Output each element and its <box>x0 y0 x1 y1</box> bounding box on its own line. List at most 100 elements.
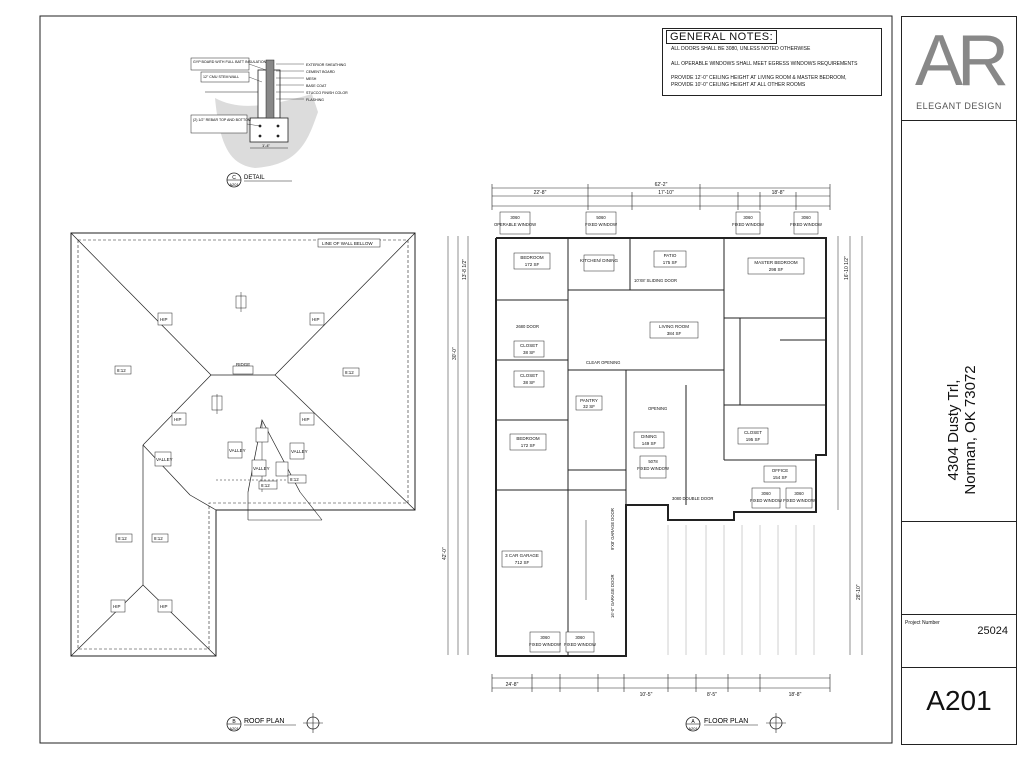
general-note-item: ALL OPERABLE WINDOWS SHALL MEET EGRESS W… <box>671 61 858 67</box>
floor-plan: BEDROOM 172 SF KITCHEN/ DINING PATIO 175… <box>442 182 863 698</box>
dim-top: 17'-10" <box>658 190 674 196</box>
room-name: LIVING ROOM <box>659 324 689 329</box>
window-size: 5060 <box>596 215 606 220</box>
dim-bottom: 10'-5" <box>640 692 653 698</box>
roof-ridge-label: RIDGE <box>236 362 250 367</box>
dim-right: 16'-10 1/2" <box>844 256 850 280</box>
detail-wall-sheathing <box>265 59 275 119</box>
blank-cell <box>902 522 1016 615</box>
room-area: 172 SF <box>521 443 536 448</box>
room-area: 149 SF <box>642 441 657 446</box>
room-name: MASTER BEDROOM <box>754 260 798 265</box>
roof-valley-label: VALLEY <box>253 466 270 471</box>
roof-valley-label: VALLEY <box>229 448 246 453</box>
detail-tag-sheet: A201 <box>229 182 239 187</box>
roof-plan: LINE OF WALL BELLOW RIDGE 8:12 8:12 8:12… <box>70 232 416 657</box>
roof-valley-label: VALLEY <box>156 457 173 462</box>
room-area: 172 SF <box>525 262 540 267</box>
window-type: OPERABLE WINDOW <box>494 222 536 227</box>
dim-left: 30'-0" <box>452 347 458 360</box>
logo: AR <box>914 21 1009 101</box>
general-note-item: PROVIDE 10'-0" CEILING HEIGHT AT ALL OTH… <box>671 82 806 88</box>
detail-label-mesh: MESH <box>306 77 317 81</box>
detail-title: DETAIL <box>244 175 265 181</box>
room-name: OFFICE <box>772 468 789 473</box>
roof-plan-title: ROOF PLAN <box>244 718 284 725</box>
room-area: 38 SF <box>523 350 535 355</box>
door-label: 16'-0" GARAGE DOOR <box>610 575 615 618</box>
room-name: PANTRY <box>580 398 598 403</box>
detail-footing <box>249 117 289 143</box>
window-size: 3060 <box>761 491 771 496</box>
floor-exterior-wall <box>495 237 827 657</box>
room-name: CLOSET <box>520 343 538 348</box>
roof-slope-label: 8:12 <box>117 368 126 373</box>
detail-label-cement-board: CEMENT BOARD <box>306 70 335 74</box>
window-size: 5078 <box>648 459 658 464</box>
room-area: 38 SF <box>523 380 535 385</box>
roof-hip-label: HIP <box>174 417 182 422</box>
door-label: 3080 DOUBLE DOOR <box>672 496 713 501</box>
floor-plan-tag-sheet: A201 <box>688 726 698 731</box>
dim-bottom: 8'-5" <box>707 692 717 698</box>
door-label: 9'X8' GARAGE DOOR <box>610 508 615 550</box>
detail-label-gyp: GYP BOARD WITH FULL BATT INSULATION <box>193 60 267 64</box>
general-notes: GENERAL NOTES: ALL DOORS SHALL BE 3080, … <box>662 28 882 96</box>
detail-c: 1'-4" GYP BOARD WITH FULL BATT INSULATIO… <box>190 57 348 188</box>
logo-cell: AR ELEGANT DESIGN <box>902 17 1016 121</box>
detail-label-stucco: STUCCO FINISH COLOR <box>306 91 348 95</box>
room-area: 712 SF <box>515 560 530 565</box>
title-block: AR ELEGANT DESIGN 4304 Dusty Trl, Norman… <box>901 16 1017 745</box>
window-type: FIXED WINDOW <box>790 222 822 227</box>
window-type: FIXED WINDOW <box>564 642 596 647</box>
window-size: 3060 <box>540 635 550 640</box>
room-name: CLOSET <box>744 430 762 435</box>
project-number: 25024 <box>977 625 1008 637</box>
roof-hip-label: HIP <box>160 317 168 322</box>
door-label: CLEAR OPENING <box>586 360 620 365</box>
room-area: 298 SF <box>769 267 784 272</box>
roof-hip-label: HIP <box>302 417 310 422</box>
room-name: BEDROOM <box>520 255 544 260</box>
roof-hip-label: HIP <box>113 604 121 609</box>
floor-plan-tag-letter: A <box>691 719 695 725</box>
door-label: OPENING <box>648 406 667 411</box>
window-type: FIXED WINDOW <box>783 498 815 503</box>
window-type: FIXED WINDOW <box>637 466 669 471</box>
dim-top: 22'-8" <box>534 190 547 196</box>
roof-slope-label: 8:12 <box>261 483 270 488</box>
room-name: BEDROOM <box>516 436 540 441</box>
project-number-cell <box>902 615 1016 668</box>
general-note-item: ALL DOORS SHALL BE 3080, UNLESS NOTED OT… <box>671 46 811 52</box>
roof-valley-label: VALLEY <box>291 449 308 454</box>
room-area: 195 SF <box>746 437 761 442</box>
sheet-number: A201 <box>926 685 992 716</box>
roof-plan-tag-letter: B <box>232 719 236 725</box>
detail-label-flashing: FLASHING <box>306 98 324 102</box>
roof-slope-label: 8:12 <box>345 370 354 375</box>
detail-label-rebar: (2) 1/2" REBAR TOP AND BOTTOM <box>193 118 251 122</box>
sheet-border <box>39 15 893 744</box>
room-name: 3 CAR GARAGE <box>505 553 539 558</box>
window-size: 3060 <box>801 215 811 220</box>
roof-slope-label: 8:12 <box>290 477 299 482</box>
room-name: DINING <box>641 434 657 439</box>
dim-overall: 62'-2" <box>655 182 668 188</box>
detail-label-ext-sheathing: EXTERIOR SHEATHING <box>306 63 346 67</box>
logo-subtitle: ELEGANT DESIGN <box>916 101 1002 111</box>
address-cell: 4304 Dusty Trl, Norman, OK 73072 <box>902 121 1016 522</box>
dim-bottom: 18'-8" <box>789 692 802 698</box>
window-size: 3060 <box>575 635 585 640</box>
general-notes-title: GENERAL NOTES: <box>666 30 778 44</box>
roof-hip-label: HIP <box>160 604 168 609</box>
room-name: PATIO <box>664 253 677 258</box>
door-label: 10'X8' SLIDING DOOR <box>634 278 677 283</box>
door-label: 2680 DOOR <box>516 324 539 329</box>
project-number-label: Project Number <box>905 620 940 626</box>
floor-plan-tag: A A201 FLOOR PLAN <box>685 713 786 733</box>
window-type: FIXED WINDOW <box>732 222 764 227</box>
room-name: CLOSET <box>520 373 538 378</box>
general-note-item: PROVIDE 12'-0" CEILING HEIGHT AT LIVING … <box>671 75 847 81</box>
dim-left: 42'-0" <box>442 547 448 560</box>
